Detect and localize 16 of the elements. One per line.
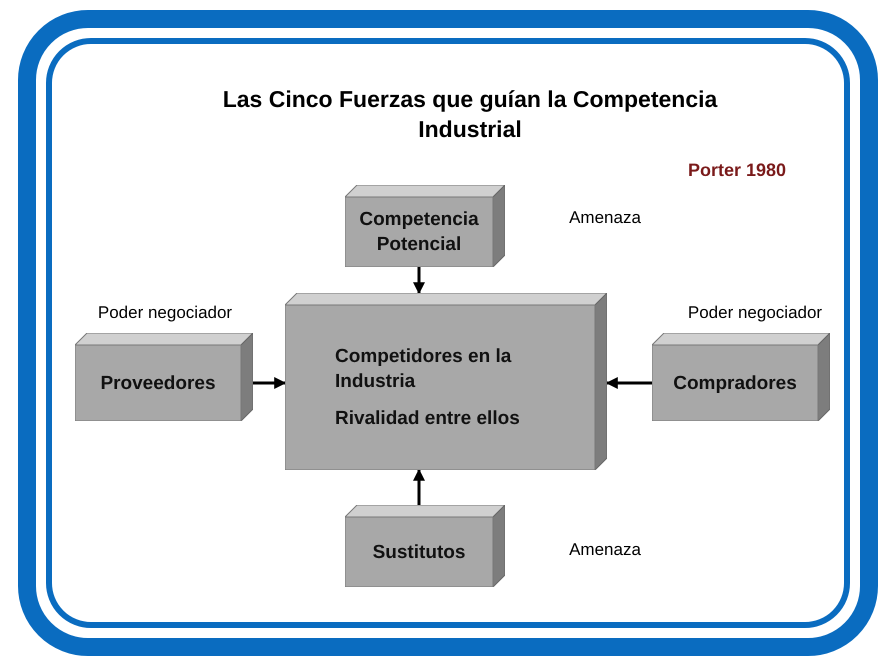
box-label: Rivalidad entre ellos [335,407,520,431]
arrow [413,267,425,294]
force-label: Poder negociador [686,302,824,324]
box-label: Competencia Potencial [359,208,479,257]
box-label: Sustitutos [372,540,466,564]
force-label: Amenaza [568,539,642,561]
box-label: Proveedores [100,372,216,396]
force-label: Amenaza [568,207,642,229]
box-label: Compradores [673,372,797,396]
arrow [253,377,286,389]
force-label: Poder negociador [96,302,234,324]
arrow [606,377,652,389]
citation-note: Porter 1980 [688,159,786,182]
arrow [413,468,425,505]
title: Las Cinco Fuerzas que guían la Competencia Industrial [222,85,718,144]
box-label: Competidores en la Industria [335,345,512,394]
